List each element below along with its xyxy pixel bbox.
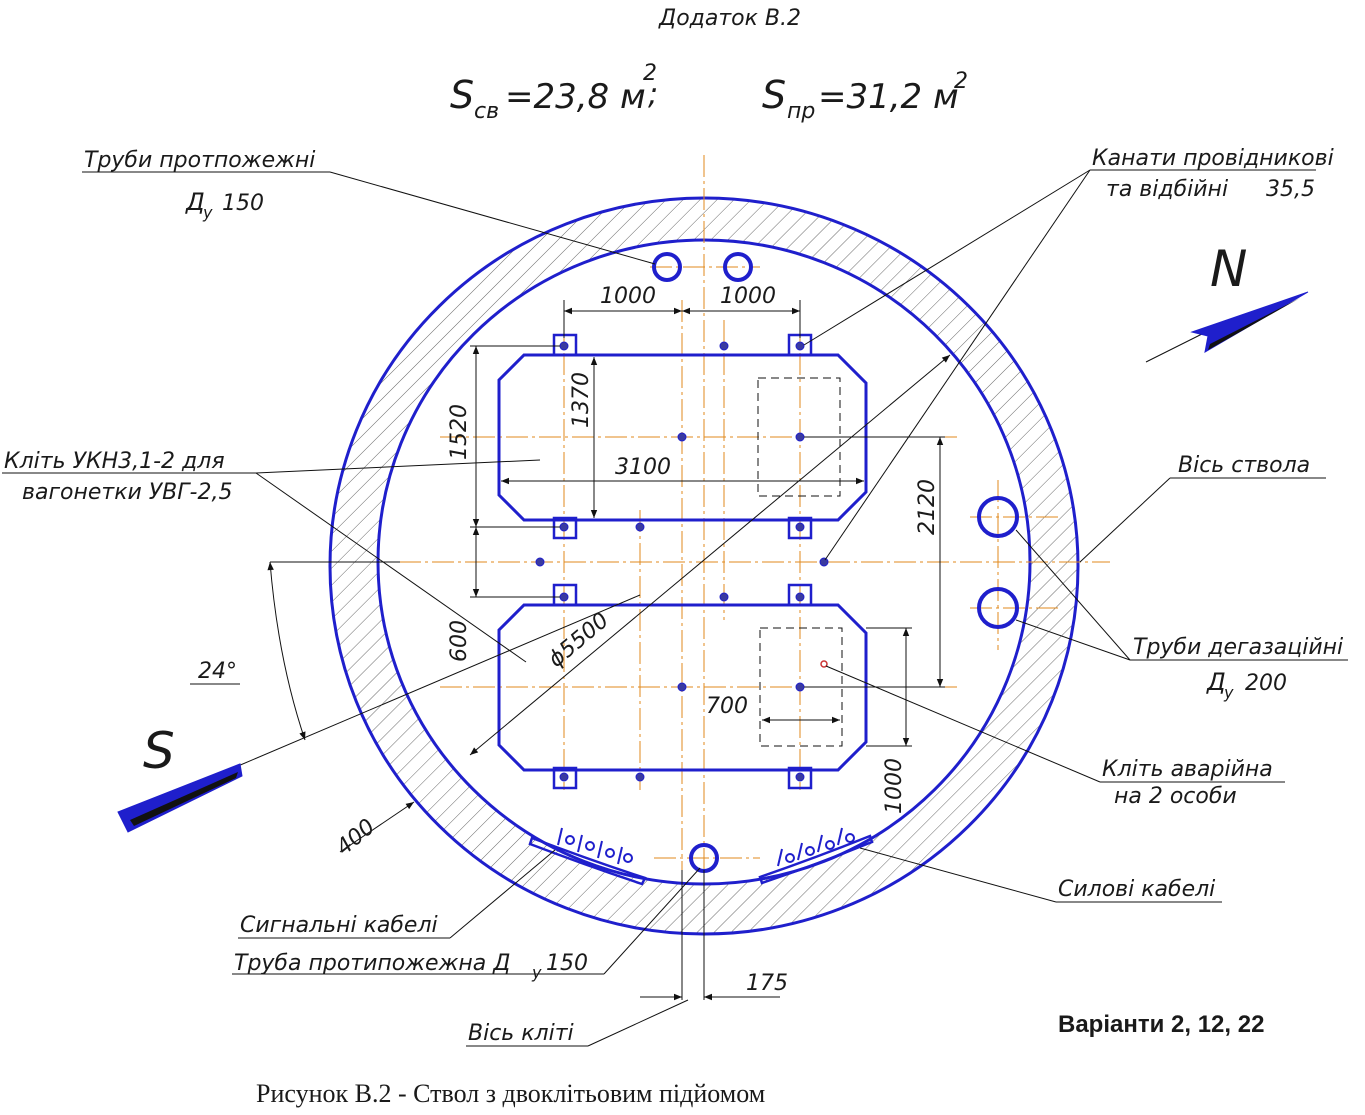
svg-text:N: N: [1210, 240, 1247, 298]
label-fire-pipes: Труби протпожежні: [84, 148, 315, 173]
variants-label: Варіанти 2, 12, 22: [1058, 1011, 1264, 1038]
degas-pipe-1: [977, 496, 1019, 538]
appendix-title: Додаток В.2: [658, 6, 801, 31]
dim-400: 400: [332, 814, 380, 860]
svg-text:200: 200: [1245, 671, 1287, 696]
figure-caption: Рисунок В.2 - Ствол з двоклітьовим підйо…: [256, 1079, 765, 1108]
label-shaft-axis: Вісь ствола: [1178, 453, 1310, 478]
label-fire-pipes-dn: Д у 150: [185, 188, 264, 222]
dim-1000-right: 1000: [720, 284, 776, 309]
svg-text:S: S: [450, 73, 474, 117]
fire-pipe-1: [652, 252, 682, 282]
svg-text:S: S: [762, 73, 786, 117]
leader-lines: [2, 169, 1348, 1047]
svg-text:S: S: [143, 722, 175, 780]
label-emergency-2: на 2 особи: [1114, 784, 1237, 809]
svg-text:;: ;: [648, 77, 658, 112]
dim-1370: 1370: [569, 372, 594, 428]
north-arrow-icon: N: [1145, 240, 1309, 363]
south-arrow-icon: S: [117, 722, 243, 833]
dim-600: 600: [447, 620, 472, 662]
svg-text:у: у: [202, 203, 213, 222]
shaft-axes: [300, 155, 1110, 1000]
svg-text:150: 150: [222, 191, 264, 216]
dim-2120: 2120: [915, 479, 940, 535]
label-emergency-1: Кліть аварійна: [1102, 757, 1273, 782]
label-degas-dn: Д у 200: [1206, 668, 1287, 702]
svg-text:=31,2 м: =31,2 м: [818, 77, 959, 117]
label-ropes-2: та відбійні: [1106, 177, 1228, 202]
svg-text:у: у: [531, 963, 542, 982]
dim-angle: 24°: [198, 659, 237, 684]
label-cage-1: Кліть УКН3,1-2 для: [4, 449, 225, 474]
svg-text:150: 150: [546, 951, 588, 976]
area-clear-formula: S св =23,8 м 2 ;: [450, 61, 658, 124]
dim-175: 175: [746, 971, 788, 996]
svg-text:Труба протипожежна Д: Труба протипожежна Д: [234, 951, 510, 976]
dim-5500: ϕ5500: [544, 608, 614, 672]
dim-1000-vertical: 1000: [882, 758, 907, 814]
svg-text:2: 2: [954, 69, 968, 94]
degas-pipe-2: [977, 587, 1019, 629]
label-fire-pipe-single: Труба протипожежна Д у 150: [234, 951, 588, 982]
dim-1520: 1520: [447, 404, 472, 460]
label-cage-axis: Вісь кліті: [468, 1021, 574, 1046]
svg-text:2: 2: [643, 61, 657, 86]
label-cage-2: вагонетки УВГ-2,5: [22, 480, 232, 505]
area-raw-formula: S пр =31,2 м 2: [762, 69, 968, 124]
dim-3100: 3100: [615, 455, 671, 480]
label-degas-pipes: Труби дегазаційні: [1133, 635, 1343, 660]
label-ropes-1: Канати провідникові: [1092, 146, 1334, 171]
svg-text:Д: Д: [1206, 668, 1226, 696]
label-power-cables: Силові кабелі: [1058, 877, 1215, 902]
label-signal-cables: Сигнальні кабелі: [240, 913, 438, 938]
dimension-lines: [237, 300, 951, 1001]
label-ropes-value: 35,5: [1266, 177, 1315, 202]
svg-text:Д: Д: [185, 188, 205, 216]
svg-text:пр: пр: [787, 99, 815, 124]
dim-1000-left: 1000: [600, 284, 656, 309]
svg-text:=23,8 м: =23,8 м: [505, 77, 646, 117]
fire-pipe-2: [723, 252, 753, 282]
svg-text:св: св: [474, 99, 499, 124]
svg-text:у: у: [1223, 683, 1234, 702]
pipes: [652, 252, 1019, 873]
cable-trays: [528, 827, 874, 886]
dim-700: 700: [706, 694, 748, 719]
